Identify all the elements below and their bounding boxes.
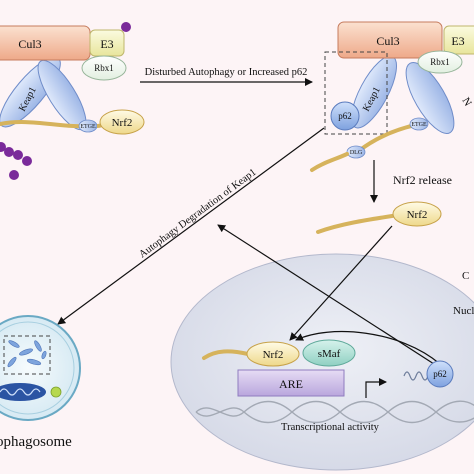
nuclear-complex: Nrf2 sMaf ARE [202,331,441,397]
cul3-right-label: Cul3 [376,34,399,48]
rbx1-right-label: Rbx1 [430,57,450,67]
polyubiquitin-chain [0,142,32,180]
arrow-p62-to-nrf2 [295,331,441,365]
arrow-disturbed-autophagy: Disturbed Autophagy or Increased p62 [140,67,313,86]
autophagosome-dashed-box [3,335,51,375]
keap1-fragments [7,340,47,368]
nrf2-nuclear [246,341,300,367]
are-label: ARE [279,377,303,391]
smaf-label: sMaf [318,348,341,360]
nrf2-right-partial-label: N [459,96,473,109]
nrf2-free-tail [316,214,394,234]
p62-nuclear [426,360,454,388]
nrf2-nuclear-tail [202,349,250,360]
nuclear-p62: p62 [403,360,454,388]
nrf2-left [99,109,145,135]
green-vesicle [50,386,62,398]
nucleus-partial-label: Nucl [453,305,474,317]
cul3-left [0,25,91,61]
nrf2-free [392,201,442,227]
nrf2-free-label: Nrf2 [407,209,428,221]
right-keap1-complex: N Keap1 Cul3 E3 Rbx1 p62 ETGE DLG [310,21,474,172]
arrow-nrf2-into-nucleus [289,225,393,341]
nrf2-left-label: Nrf2 [112,117,133,129]
autophagosome-membrane [0,315,81,421]
etge-right-label: ETGE [411,122,427,128]
keap1-p62-dashed-box [324,51,388,135]
autophagosome-label: ophagosome [0,434,72,450]
cul3-left-label: Cul3 [18,37,41,51]
autophagy-degradation-label: Autophagy Degradation of Keap1 [137,167,258,260]
etge-left-label: ETGE [80,124,96,130]
keap1-right-arm-b [405,62,455,134]
arrow-disturbed-label: Disturbed Autophagy or Increased p62 [145,67,308,78]
p62-nuclear-label: p62 [433,369,447,379]
nrf2-release-label: Nrf2 release [393,173,452,187]
e3-right-label: E3 [451,34,464,48]
dna-helix [195,400,474,424]
rbx1-left [81,55,127,81]
are-box [237,369,345,397]
left-keap1-complex: Keap1 Cul3 E3 Rbx1 ETGE Nrf2 [0,22,145,180]
nrf2-release-step: Nrf2 release Nrf2 [316,160,452,234]
cytoplasm-partial-label: C [462,270,469,282]
p62-right [330,101,360,131]
transcription-start-arrow [365,378,387,398]
mitochondrion [0,383,46,401]
nrf2-right-dangling-tail [310,152,349,172]
transcriptional-activity-label: Transcriptional activity [281,422,380,433]
rbx1-right [417,50,463,74]
etge-right [409,117,429,131]
ubiquitin-dot [121,22,131,32]
e3-right [443,25,474,55]
arrow-to-autophagosome [57,127,325,325]
autophagosome: ophagosome [0,315,81,450]
dlg-label: DLG [350,150,363,156]
p62-right-label: p62 [338,111,352,121]
smaf [302,339,356,367]
cul3-right [337,21,443,59]
e3-left-label: E3 [100,37,113,51]
nrf2-nuclear-label: Nrf2 [263,349,284,361]
p62-spring [403,371,429,381]
rbx1-left-label: Rbx1 [94,63,114,73]
